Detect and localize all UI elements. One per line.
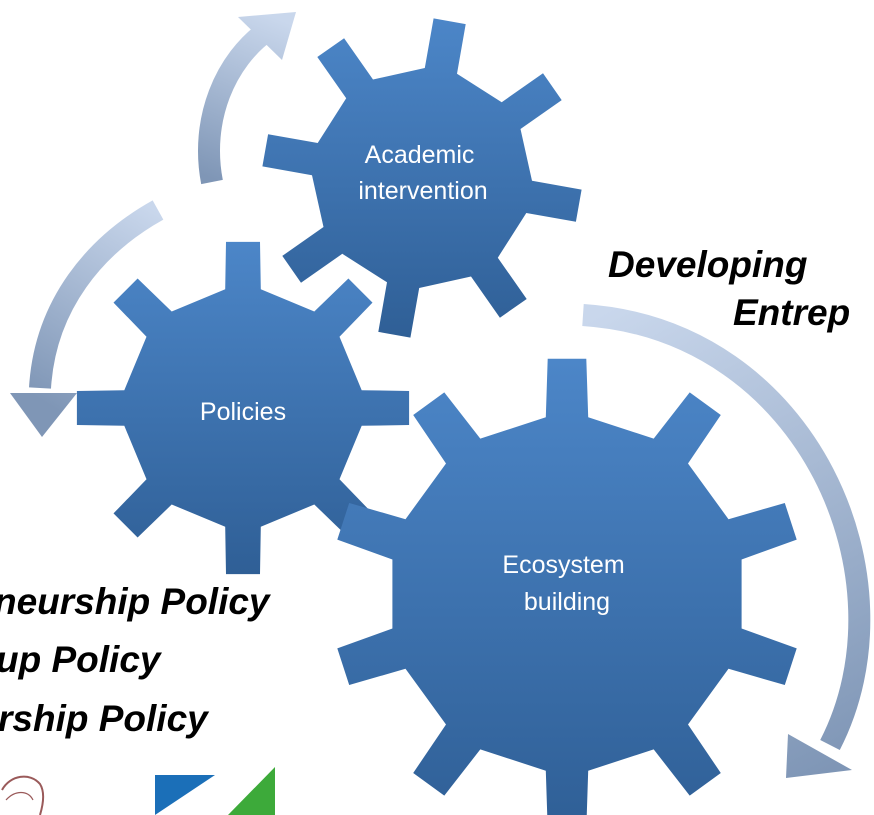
policy-line2: up Policy — [0, 639, 163, 680]
cycle-arrow-top — [198, 12, 296, 185]
gear-academic-intervention — [262, 18, 582, 338]
headline-line2: Entrep — [733, 292, 850, 333]
stamp-fragment-inner — [5, 791, 34, 801]
gear-academic-body — [262, 18, 582, 338]
stamp-fragment — [1, 775, 44, 815]
gear-ecosystem-label-line2: building — [524, 588, 610, 616]
policy-line1: neurship Policy — [0, 581, 272, 622]
logo-blue-shape — [155, 775, 215, 815]
cycle-arrow-left — [10, 200, 164, 437]
gear-ecosystem-label: Ecosystem building — [502, 551, 631, 616]
gear-academic-label-line1: Academic — [365, 141, 475, 169]
policy-line3: rship Policy — [0, 698, 210, 739]
gear-academic-label-line2: intervention — [358, 177, 487, 205]
gear-policies-body — [76, 241, 410, 575]
logo-green-shape — [228, 767, 275, 815]
gear-ecosystem-building — [337, 358, 797, 815]
gear-policies-label: Policies — [200, 398, 286, 426]
gear-ecosystem-body — [337, 358, 797, 815]
headline-line1: Developing — [608, 244, 807, 285]
cycle-arrow-right — [582, 304, 871, 778]
gear-academic-label: Academic intervention — [358, 141, 487, 205]
gear-ecosystem-label-line1: Ecosystem — [502, 551, 624, 579]
gear-policies — [76, 241, 410, 575]
